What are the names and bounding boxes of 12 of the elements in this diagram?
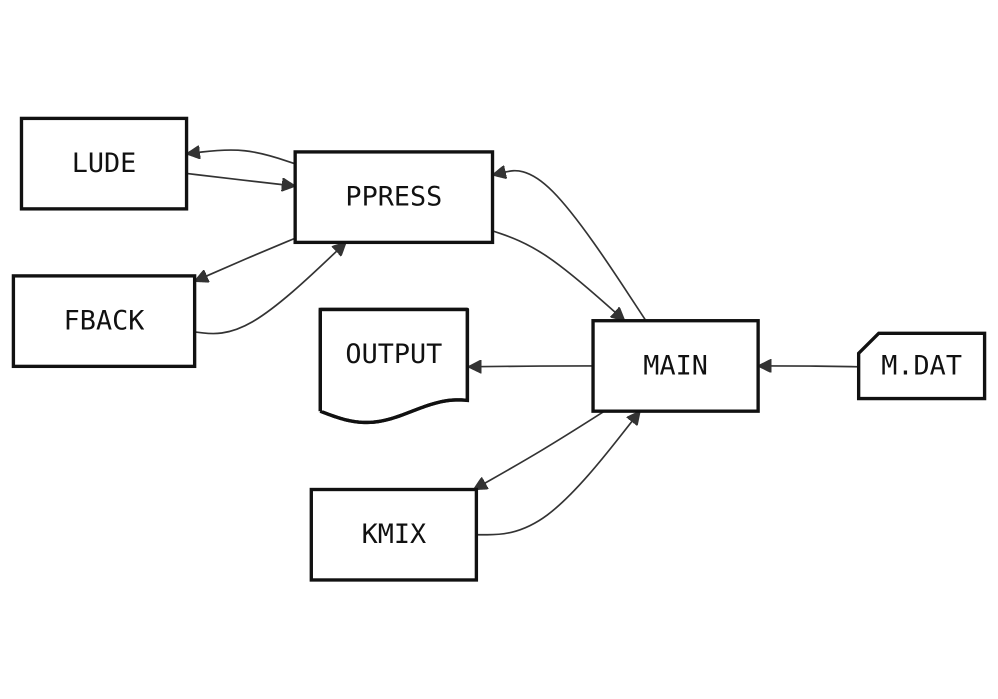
node-box: PPRESS [293,150,494,244]
arrow [194,238,296,283]
arrow [473,410,605,490]
arrow [468,360,594,374]
arrow [476,410,641,536]
node-box: LUDE [20,117,188,211]
node-box: FBACK [12,274,196,368]
node-box: KMIX [310,488,478,582]
arrow [492,230,626,322]
arrow [186,172,296,192]
node-box: MAIN [591,319,760,414]
arrow [194,242,347,335]
